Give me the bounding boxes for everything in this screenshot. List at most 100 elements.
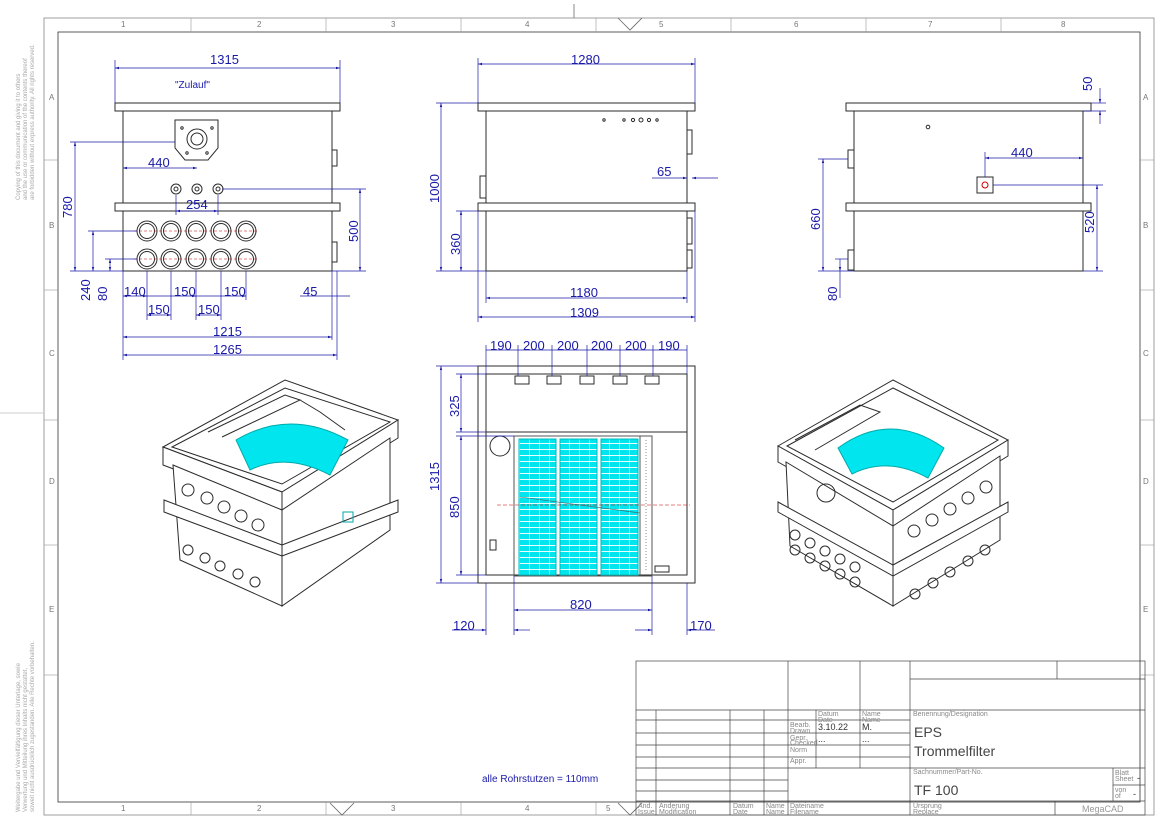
tb-row-label-en: Checked	[790, 740, 818, 747]
rev-col-en: Date	[733, 809, 748, 816]
section-markers	[329, 17, 643, 816]
dim-label: 360	[448, 233, 463, 255]
grid-col-label: 4	[525, 804, 530, 813]
designation-label: Benennung/Designation	[913, 711, 988, 718]
grid-row-label: C	[1143, 349, 1149, 358]
rev-col-en: Name	[766, 809, 785, 816]
grid-row-label: C	[49, 349, 55, 358]
grid-col-label: 7	[928, 20, 933, 29]
sheet-value: -	[1137, 773, 1140, 783]
grid-row-label: A	[49, 93, 55, 102]
grid-row-label: D	[1143, 477, 1149, 486]
rev-col-en: Modification	[659, 809, 697, 816]
dim-label: 1180	[570, 285, 598, 300]
part-no-label: Sachnummer/Part-No.	[913, 769, 983, 776]
tb-col-name: Name	[862, 711, 881, 718]
title-block	[635, 660, 1146, 816]
dim-label: 65	[657, 164, 672, 179]
side-note-top: Copying of this document and giving it t…	[16, 44, 36, 200]
dim-label: 200	[625, 338, 647, 353]
dim-label: 780	[60, 196, 75, 218]
front-dimensions	[70, 60, 366, 360]
dim-label: 120	[453, 618, 475, 633]
front-pipes	[136, 220, 257, 270]
front-view	[114, 102, 341, 272]
dim-label: 1315	[210, 52, 239, 67]
grid-row-label: B	[49, 221, 55, 230]
grid-col-label: 6	[794, 20, 799, 29]
dim-label: 1315	[427, 462, 442, 491]
tb-row-label: Norm	[790, 747, 808, 754]
dim-label: 45	[303, 284, 318, 299]
tb-row-label: Appr.	[790, 758, 807, 765]
rev-col: Änderung	[659, 803, 690, 810]
dim-label: 1215	[213, 324, 242, 339]
designation-line2: Trommelfilter	[914, 743, 996, 759]
iso-view-right	[776, 379, 1010, 607]
grid-ticks	[44, 18, 1154, 815]
dim-label: 1309	[570, 305, 599, 320]
grid-col-label: 2	[257, 804, 262, 813]
grid-col-label: 8	[1061, 20, 1066, 29]
dim-label: 1280	[571, 52, 600, 67]
dim-label: 150	[174, 284, 196, 299]
software-label: MegaCAD	[1082, 804, 1124, 814]
grid-row-label: B	[1143, 221, 1149, 230]
dim-label: 150	[224, 284, 246, 299]
dim-label: 500	[346, 220, 361, 242]
dim-label: 80	[825, 286, 840, 301]
dim-label: 1000	[427, 174, 442, 203]
tb-row-name: ...	[862, 734, 870, 744]
dim-label: 850	[447, 496, 462, 518]
dim-label: 140	[124, 284, 146, 299]
dim-label: 50	[1080, 76, 1095, 91]
side-dimensions	[436, 58, 718, 322]
grid-col-label: 1	[121, 804, 126, 813]
of-label: von	[1115, 787, 1127, 794]
dim-label: 520	[1082, 211, 1097, 233]
dim-label: 80	[95, 286, 110, 301]
part-no: TF 100	[914, 782, 959, 798]
of-en: of	[1115, 793, 1121, 800]
grid-col-label: 3	[391, 20, 396, 29]
tb-col-date: Date	[818, 717, 833, 724]
grid-row-label: E	[1143, 605, 1149, 614]
rev-col-en: Issue	[638, 809, 655, 816]
top-dimensions	[436, 345, 715, 635]
dim-label: 200	[523, 338, 545, 353]
tb-row-date: ...	[818, 734, 826, 744]
dim-label: 660	[808, 208, 823, 230]
of-value: -	[1133, 789, 1136, 799]
sheet-en: Sheet	[1115, 776, 1134, 783]
grid-col-label: 1	[121, 20, 126, 29]
pipe-note: alle Rohrstutzen = 110mm	[482, 774, 599, 785]
dim-label: 820	[570, 597, 592, 612]
back-dimensions	[818, 88, 1106, 298]
origin-en: Replace	[913, 809, 939, 816]
dim-label: 190	[658, 338, 680, 353]
tb-row-label: Bearb.	[790, 722, 811, 729]
dim-label: 1265	[213, 342, 242, 357]
top-view	[477, 365, 696, 584]
dim-label: 325	[447, 395, 462, 417]
iso-view-left	[161, 379, 400, 607]
dim-label: 440	[148, 155, 170, 170]
grid-row-label: D	[49, 477, 55, 486]
tb-row-label: Gepr.	[790, 735, 808, 742]
grid-col-label: 5	[606, 804, 611, 813]
dim-label: 150	[148, 302, 170, 317]
sheet-label: Blatt	[1115, 770, 1130, 777]
dim-label: 190	[490, 338, 512, 353]
dim-label: 254	[186, 197, 208, 212]
grid-row-label: A	[1143, 93, 1149, 102]
rev-col-en: Filename	[790, 809, 819, 816]
tb-col-datum: Datum	[818, 711, 839, 718]
grid-col-label: 4	[525, 20, 530, 29]
grid-row-label: E	[49, 605, 55, 614]
dim-label: 200	[557, 338, 579, 353]
dim-label: 200	[591, 338, 613, 353]
rev-col: Datum	[733, 803, 754, 810]
rev-col: Name	[766, 803, 785, 810]
tb-col-name-en: Name	[862, 717, 881, 724]
back-view	[845, 102, 1092, 272]
